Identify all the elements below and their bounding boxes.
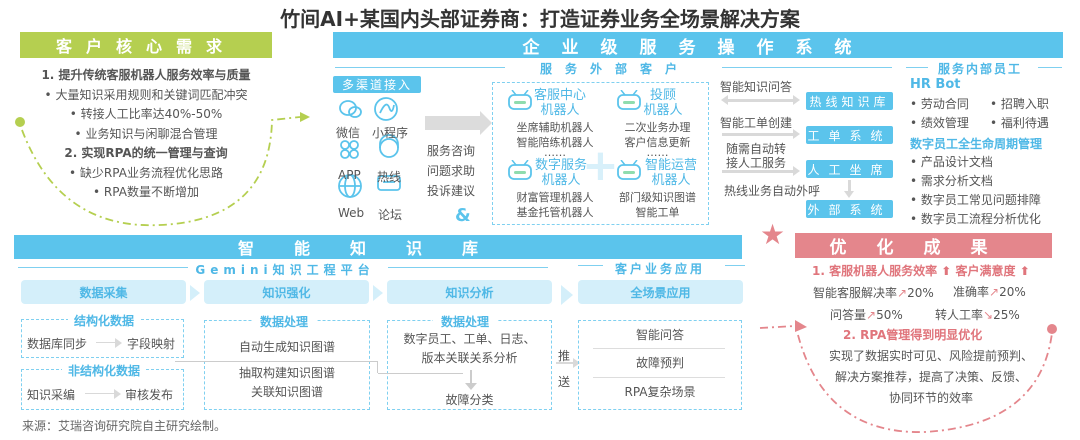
flow-label: 智能工单创建 — [720, 116, 793, 130]
channel-web: Web — [338, 206, 365, 220]
need-heading: 1. 提升传统客服机器人服务效率与质量 — [41, 68, 251, 82]
robot-items: 财富管理机器人基金托管机器人 — [516, 191, 594, 219]
eos-header: 企业级服务操作系统 — [333, 32, 1063, 58]
page-title: 竹间AI+某国内头部证券商：打造证券业务全场景解决方案 — [280, 7, 800, 31]
robot-name: 客服中心机器人 — [533, 88, 586, 118]
fault-classification: 故障分类 — [445, 393, 494, 407]
review-publish: 审核发布 — [125, 388, 174, 402]
wechat-icon — [339, 100, 357, 116]
service-type: 服务咨询 — [427, 144, 476, 158]
step-data-collection: 数据采集 — [21, 280, 186, 304]
bidirectional-arrow — [728, 95, 800, 105]
flow-label: 热线业务自动外呼 — [724, 184, 821, 198]
flow-label: 智能知识问答 — [720, 80, 793, 94]
channel-miniprogram: 小程序 — [372, 126, 409, 140]
push-label: 推送 — [558, 349, 571, 389]
metric-resolution: 智能客服解决率↗20% — [813, 286, 934, 300]
lifecycle-items: • 产品设计文档• 需求分析文档• 数字员工常见问题排障• 数字员工流程分析优化 — [910, 155, 1041, 226]
robot-name: 投顾机器人 — [643, 88, 683, 118]
app-icon — [340, 140, 359, 159]
result-heading-2: 2. RPA管理得到明显优化 — [843, 328, 983, 342]
app-fault-prediction: 故障预判 — [635, 356, 684, 370]
big-arrow — [425, 116, 480, 130]
robot-icon — [508, 160, 532, 180]
robot-name: 数字服务机器人 — [534, 158, 587, 188]
hr-item: • 劳动合同 — [910, 97, 969, 111]
robot-icon — [508, 90, 532, 110]
system-ticket: 工单系统 — [806, 126, 893, 144]
hr-item: • 福利待遇 — [990, 116, 1049, 130]
processing-label: 数据处理 — [252, 313, 317, 330]
app-qa: 智能问答 — [635, 328, 684, 342]
metric-qa-volume: 问答量↗50% — [830, 308, 903, 322]
customer-app-title: 客户业务应用 — [615, 262, 706, 276]
platform-title: Gemini知识工程平台 — [195, 263, 375, 277]
need-item: • 转接人工比率达40%-50% — [69, 107, 223, 121]
lifecycle-title: 数字员工全生命周期管理 — [910, 137, 1043, 151]
channel-hotline: 热线 — [377, 170, 402, 184]
step-knowledge-analysis: 知识分析 — [387, 280, 552, 304]
db-sync: 数据库同步 — [27, 337, 88, 351]
processing-label: 数据处理 — [433, 313, 498, 330]
channel-wechat: 微信 — [336, 126, 361, 140]
hr-bot-title: HR Bot — [910, 77, 961, 92]
step-full-scene-app: 全场景应用 — [578, 280, 743, 304]
internal-staff-label: 服务内部员工 — [938, 62, 1023, 76]
hr-item: • 绩效管理 — [910, 116, 969, 130]
extract-kg: 抽取构建知识图谱关联知识图谱 — [238, 366, 335, 399]
robot-items: 二次业务办理客户信息更新…… — [624, 121, 691, 159]
unstructured-data-label: 非结构化数据 — [62, 362, 147, 379]
multichannel-title: 多渠道接入 — [333, 76, 421, 93]
metric-transfer-rate: 转人工率↘25% — [935, 308, 1020, 322]
need-item: • 缺少RPA业务流程优化思路 — [69, 165, 223, 180]
robot-items: 坐席辅助机器人智能陪练机器人…… — [516, 121, 594, 159]
headset-icon — [379, 138, 399, 158]
arrow — [722, 129, 800, 139]
knowledge-editing: 知识采编 — [27, 388, 76, 402]
step-knowledge-enhance: 知识强化 — [204, 280, 369, 304]
customer-needs-list: 1. 提升传统客服机器人服务效率与质量 • 大量知识采用规则和关键词匹配冲突 •… — [20, 66, 272, 203]
need-item: • RPA数量不断增加 — [93, 185, 199, 199]
forum-icon — [377, 175, 401, 191]
robot-icon — [617, 160, 641, 180]
field-mapping: 字段映射 — [127, 337, 176, 351]
results-header: 优化成果 — [795, 233, 1052, 258]
channel-forum: 论坛 — [378, 208, 403, 222]
service-type: 投诉建议 — [427, 184, 476, 198]
external-customers-label: 服务外部客户 — [539, 62, 690, 76]
channel-app: APP — [338, 168, 361, 182]
ampersand: & — [455, 205, 471, 226]
robots-box — [492, 82, 709, 225]
down-arrow — [844, 191, 854, 198]
system-external: 外部系统 — [806, 200, 893, 218]
structured-data-label: 结构化数据 — [68, 312, 141, 329]
system-agent-seat: 人工坐席 — [806, 160, 893, 178]
rpa-result-text: 实现了数据实时可见、风险提前预判、解决方案推荐，提高了决策、反馈、协同环节的效率 — [828, 349, 1033, 405]
app-rpa: RPA复杂场景 — [624, 385, 696, 399]
dashed-arc-pink — [759, 320, 1057, 433]
robot-items: 部门级知识图谱智能工单 — [619, 191, 696, 219]
knowledge-base-header: 智能知识库 — [14, 235, 742, 259]
metric-accuracy: 准确率↗20% — [953, 285, 1026, 299]
system-hotline-kb: 热线知识库 — [806, 92, 893, 110]
plus-icon: + — [582, 140, 619, 191]
robot-name: 智能运营机器人 — [644, 158, 697, 188]
channel-icons — [338, 97, 401, 198]
need-item: • 大量知识采用规则和关键词匹配冲突 — [44, 87, 248, 102]
service-type: 问题求助 — [427, 164, 476, 178]
service-types: 服务咨询 问题求助 投诉建议 — [427, 141, 475, 201]
auto-kg: 自动生成知识图谱 — [238, 340, 335, 354]
result-heading-1: 1. 客服机器人服务效率 ⬆ 客户满意度 ⬆ — [812, 264, 1030, 278]
need-heading: 2. 实现RPA的统一管理与查询 — [64, 146, 228, 160]
miniprogram-icon — [374, 97, 398, 121]
customer-needs-header: 客户核心需求 — [20, 32, 272, 58]
arrow — [722, 166, 800, 176]
hr-item: • 招聘入职 — [990, 97, 1049, 111]
dashed-arc-green — [15, 112, 310, 227]
need-item: • 业务知识与闲聊混合管理 — [74, 126, 218, 141]
analysis-text: 数字员工、工单、日志、版本关联关系分析 — [403, 332, 536, 365]
flow-label: 随需自动转接人工服务 — [726, 142, 787, 170]
source-note: 来源：艾瑞咨询研究院自主研究绘制。 — [22, 419, 227, 433]
star-icon: ★ — [760, 218, 786, 251]
